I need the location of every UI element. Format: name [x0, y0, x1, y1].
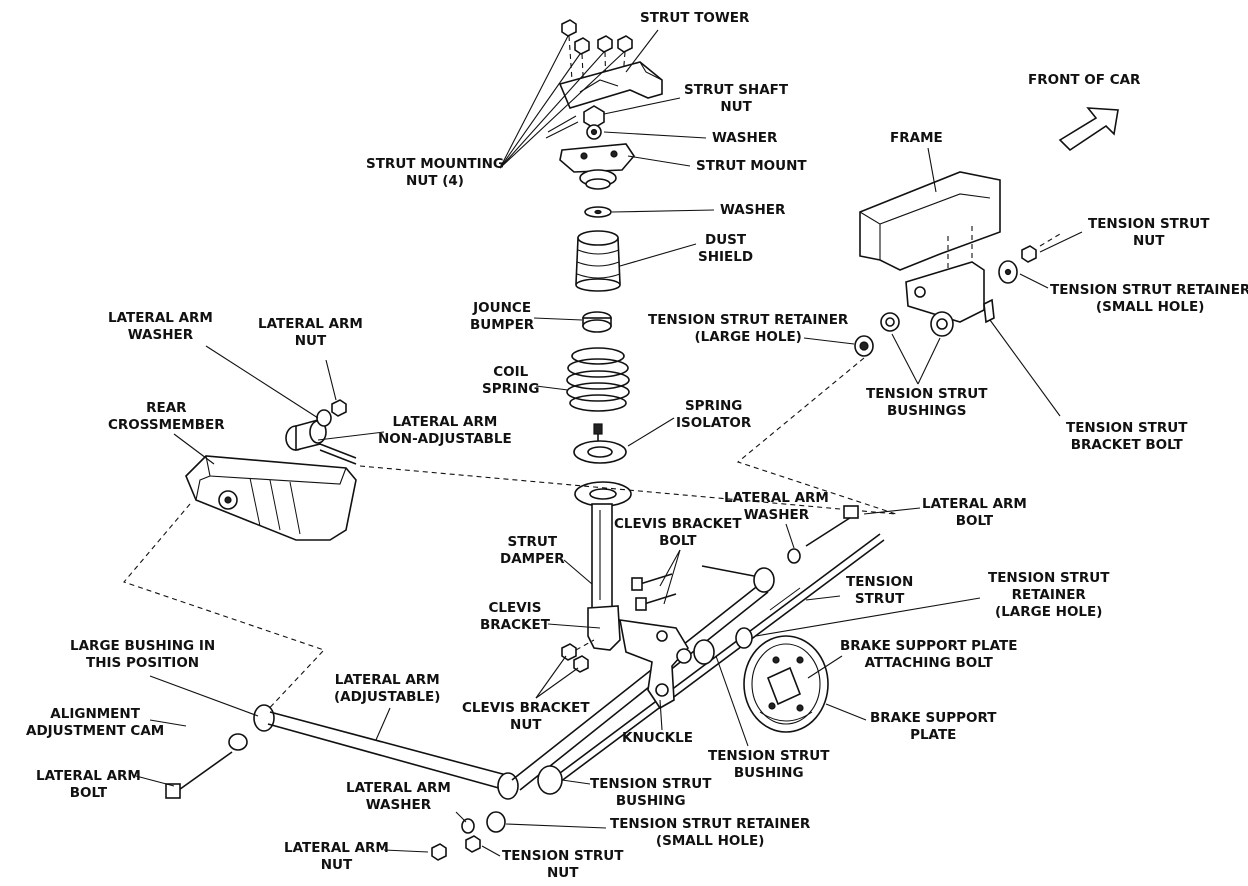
tension-strut-retainer-large-top-part	[854, 335, 874, 357]
label-tension-strut-bracket-bolt: TENSION STRUT BRACKET BOLT	[1066, 420, 1188, 453]
label-spring-isolator: SPRING ISOLATOR	[676, 398, 752, 431]
front-arrow-icon	[1058, 107, 1119, 152]
label-tension-strut: TENSION STRUT	[846, 574, 914, 607]
label-tension-strut-bushing-right: TENSION STRUT BUSHING	[708, 748, 830, 781]
label-tension-strut-retainer-small-bottom: TENSION STRUT RETAINER (SMALL HOLE)	[610, 816, 811, 849]
label-brake-support-plate: BRAKE SUPPORT PLATE	[870, 710, 997, 743]
label-clevis-bracket-bolt: CLEVIS BRACKET BOLT	[614, 516, 742, 549]
label-dust-shield: DUST SHIELD	[698, 232, 754, 265]
label-rear-crossmember: REAR CROSSMEMBER	[108, 400, 225, 433]
label-tension-strut-nut-top: TENSION STRUT NUT	[1088, 216, 1210, 249]
label-brake-support-plate-bolt: BRAKE SUPPORT PLATE ATTACHING BOLT	[840, 638, 1018, 671]
label-clevis-bracket-nut: CLEVIS BRACKET NUT	[462, 700, 590, 733]
label-clevis-bracket: CLEVIS BRACKET	[480, 600, 550, 633]
label-tension-strut-retainer-large-top: TENSION STRUT RETAINER (LARGE HOLE)	[648, 312, 849, 345]
rear-crossmember-part	[185, 455, 357, 541]
label-strut-shaft-nut: STRUT SHAFT NUT	[684, 82, 789, 115]
label-frame: FRAME	[890, 130, 943, 146]
label-tension-strut-bushing-bottom: TENSION STRUT BUSHING	[590, 776, 712, 809]
label-knuckle: KNUCKLE	[622, 730, 693, 746]
lateral-arm-adjustable-part	[165, 704, 519, 800]
tension-strut-part	[431, 533, 885, 861]
lateral-arm-front-part	[511, 505, 859, 791]
lateral-arm-left-bushing	[285, 399, 357, 465]
label-tension-strut-nut-bottom: TENSION STRUT NUT	[502, 848, 624, 881]
label-lateral-arm-bolt-right: LATERAL ARM BOLT	[922, 496, 1027, 529]
strut-mount-part	[545, 115, 636, 190]
label-alignment-adjustment-cam: ALIGNMENT ADJUSTMENT CAM	[26, 706, 165, 739]
label-lateral-arm-bolt-left: LATERAL ARM BOLT	[36, 768, 141, 801]
dust-shield-part	[575, 230, 621, 292]
coil-spring-part	[566, 347, 630, 412]
frame-part	[859, 171, 1061, 337]
label-lateral-arm-adjustable: LATERAL ARM (ADJUSTABLE)	[334, 672, 441, 705]
label-tension-strut-bushings: TENSION STRUT BUSHINGS	[866, 386, 988, 419]
brake-support-plate-part	[743, 635, 829, 733]
label-lateral-arm-non-adjustable: LATERAL ARM NON-ADJUSTABLE	[378, 414, 512, 447]
jounce-bumper-part	[582, 311, 612, 333]
label-lateral-arm-nut-left: LATERAL ARM NUT	[258, 316, 363, 349]
label-front-of-car: FRONT OF CAR	[1028, 72, 1141, 88]
strut-shaft-nut-part	[583, 105, 605, 140]
label-washer-mid: WASHER	[720, 202, 786, 218]
alignment-dash-lines	[123, 357, 897, 717]
label-strut-mounting-nut: STRUT MOUNTING NUT (4)	[366, 156, 504, 189]
label-lateral-arm-washer-left: LATERAL ARM WASHER	[108, 310, 213, 343]
label-lateral-arm-washer-bottom: LATERAL ARM WASHER	[346, 780, 451, 813]
strut-tower-part	[558, 61, 663, 109]
knuckle-part	[619, 619, 692, 710]
label-coil-spring: COIL SPRING	[482, 364, 540, 397]
label-strut-tower: STRUT TOWER	[640, 10, 750, 26]
label-lateral-arm-nut-bottom: LATERAL ARM NUT	[284, 840, 389, 873]
label-large-bushing: LARGE BUSHING IN THIS POSITION	[70, 638, 216, 671]
strut-damper-part	[574, 481, 632, 651]
washer-mid-part	[584, 206, 612, 218]
label-washer-top: WASHER	[712, 130, 778, 146]
label-strut-mount: STRUT MOUNT	[696, 158, 807, 174]
label-tension-strut-retainer-large-right: TENSION STRUT RETAINER (LARGE HOLE)	[988, 570, 1110, 620]
label-tension-strut-retainer-small-top: TENSION STRUT RETAINER (SMALL HOLE)	[1050, 282, 1248, 315]
spring-isolator-part	[573, 423, 627, 464]
leader-lines	[135, 29, 1083, 857]
label-jounce-bumper: JOUNCE BUMPER	[470, 300, 535, 333]
label-strut-damper: STRUT DAMPER	[500, 534, 565, 567]
label-lateral-arm-washer-right: LATERAL ARM WASHER	[724, 490, 829, 523]
